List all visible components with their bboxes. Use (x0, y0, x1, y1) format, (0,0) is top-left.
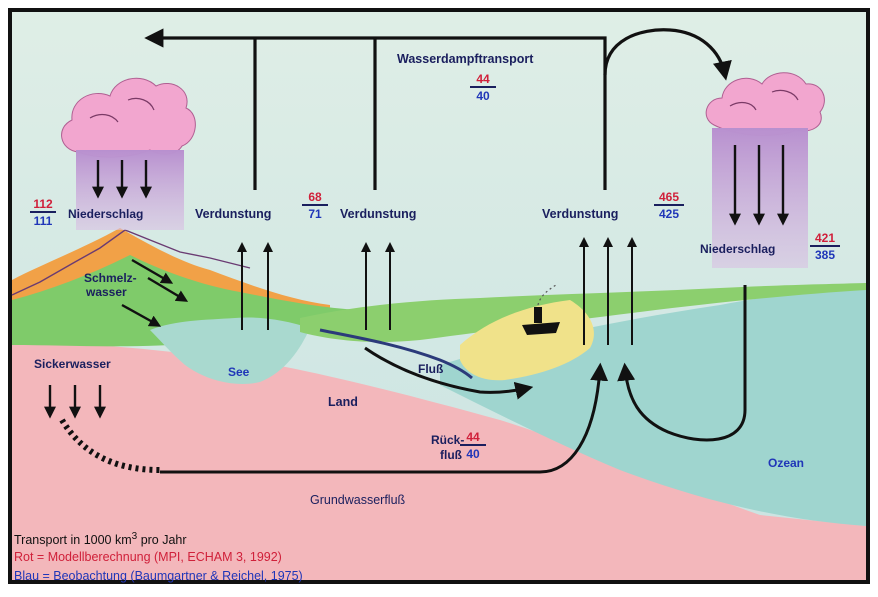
meltwater-label-2: wasser (86, 286, 127, 298)
precip-ocean-model: 421 (810, 232, 840, 247)
legend-model: Rot = Modellberechnung (MPI, ECHAM 3, 19… (14, 551, 282, 564)
precipitation-ocean-label: Niederschlag (700, 243, 775, 255)
legend-observation: Blau = Beobachtung (Baumgartner & Reiche… (14, 570, 303, 583)
evap-ocean-model: 465 (654, 191, 684, 206)
vapor-transport-label: Wasserdampftransport (397, 53, 533, 66)
evaporation-label-1: Verdunstung (195, 208, 271, 221)
evaporation-label-2: Verdunstung (340, 208, 416, 221)
return-flow-label-2: fluß (440, 449, 462, 461)
groundwater-label: Grundwasserfluß (310, 494, 405, 507)
river-label: Fluß (418, 363, 443, 375)
precip-land-model: 112 (30, 198, 56, 213)
evap-land-values: 68 71 (302, 191, 328, 220)
evap-land-model: 68 (302, 191, 328, 206)
evap-land-observed: 71 (302, 206, 328, 220)
precip-land-values: 112 111 (30, 198, 56, 227)
legend-units-suffix: pro Jahr (137, 533, 186, 547)
lake-label: See (228, 366, 249, 378)
evap-ocean-values: 465 425 (654, 191, 684, 220)
legend-units-prefix: Transport in 1000 km (14, 533, 132, 547)
meltwater-label-1: Schmelz- (84, 272, 137, 284)
vapor-transport-observed: 40 (470, 88, 496, 102)
seepage-label: Sickerwasser (34, 358, 111, 370)
ocean-label: Ozean (768, 457, 804, 469)
return-flow-model: 44 (460, 431, 486, 446)
evaporation-label-3: Verdunstung (542, 208, 618, 221)
return-flow-observed: 40 (460, 446, 486, 460)
evap-ocean-observed: 425 (654, 206, 684, 220)
land-label: Land (328, 396, 358, 409)
return-flow-values: 44 40 (460, 431, 486, 460)
vapor-transport-model: 44 (470, 73, 496, 88)
precip-ocean-values: 421 385 (810, 232, 840, 261)
legend-units: Transport in 1000 km3 pro Jahr (14, 532, 187, 547)
precipitation-land-label: Niederschlag (68, 208, 143, 220)
precip-ocean-observed: 385 (810, 247, 840, 261)
vapor-transport-values: 44 40 (470, 73, 496, 102)
precip-land-observed: 111 (30, 213, 56, 227)
